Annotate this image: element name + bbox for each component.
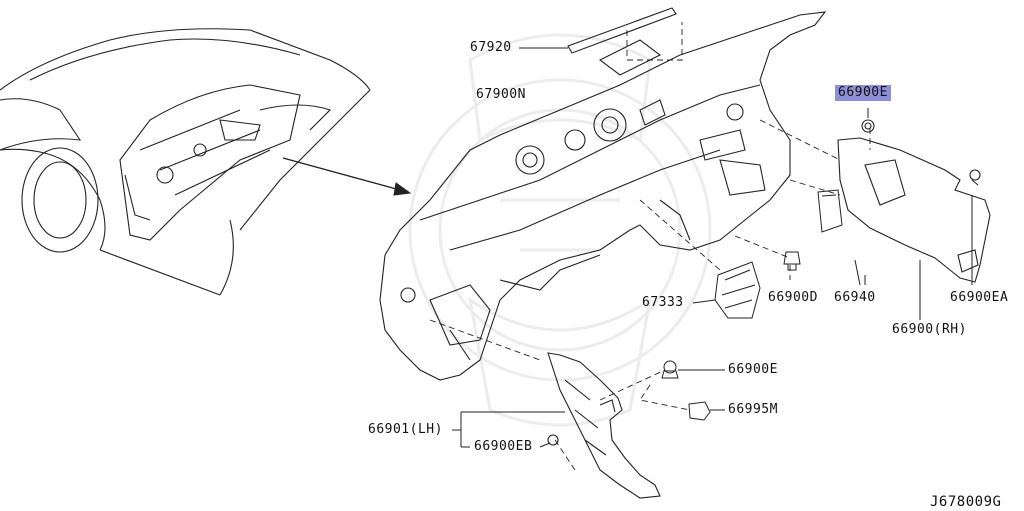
label-66900EB: 66900EB <box>474 439 533 454</box>
car-body <box>0 28 371 296</box>
watermark-emblem <box>408 33 712 427</box>
label-66900E-highlighted: 66900E <box>835 85 891 101</box>
part-66995M <box>688 401 711 421</box>
lh-trim-panel <box>547 352 661 499</box>
diagram-code: J678009G <box>930 494 1002 510</box>
dash-insulator <box>379 11 827 381</box>
strip-67920 <box>567 7 677 54</box>
rh-trim-panel <box>837 119 991 283</box>
label-66900RH: 66900(RH) <box>892 322 967 337</box>
clip-66900E-mid <box>661 360 679 379</box>
label-66900E-mid: 66900E <box>728 362 778 377</box>
label-67333: 67333 <box>642 295 684 310</box>
label-66901LH: 66901(LH) <box>368 422 443 437</box>
label-67920: 67920 <box>470 40 512 55</box>
direction-arrow <box>282 157 412 196</box>
label-66900D: 66900D <box>768 290 818 305</box>
leader-lines <box>452 47 973 448</box>
label-66995M: 66995M <box>728 402 778 417</box>
label-67900N: 67900N <box>476 87 526 102</box>
label-66940: 66940 <box>834 290 876 305</box>
lid-66940 <box>817 189 843 233</box>
clip-66900D <box>783 251 801 271</box>
label-66900EA: 66900EA <box>950 290 1009 305</box>
bracket-67333 <box>714 261 761 319</box>
